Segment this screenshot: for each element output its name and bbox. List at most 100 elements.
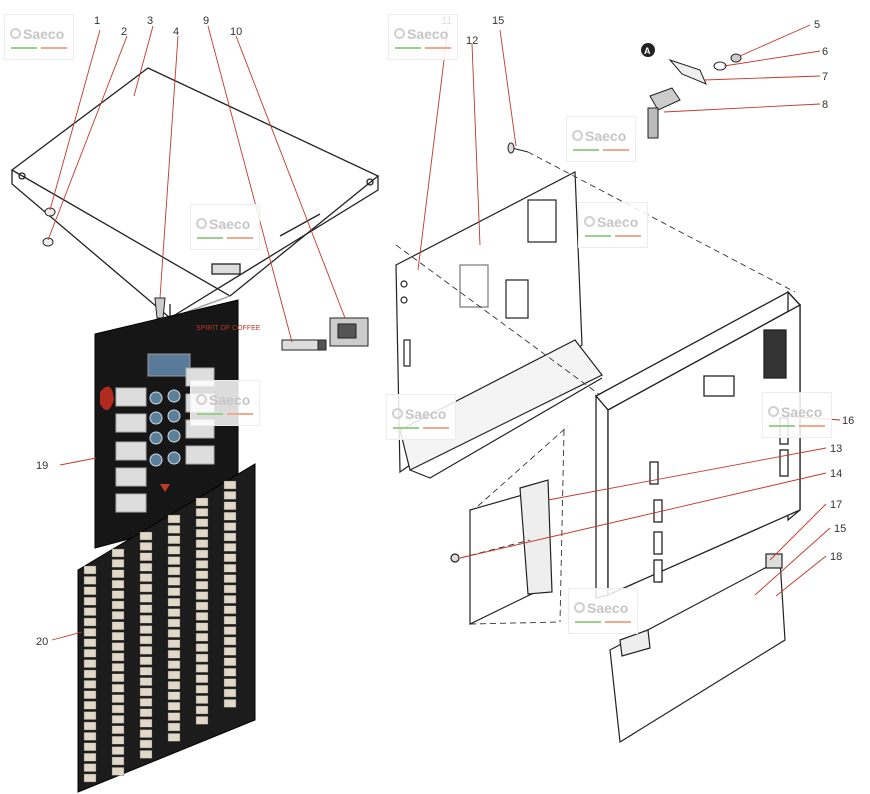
product-cell <box>223 553 237 562</box>
product-cell <box>195 529 209 538</box>
saeco-watermark: Saeco <box>190 204 260 250</box>
product-cell <box>167 587 181 596</box>
product-cell <box>167 681 181 690</box>
product-cell <box>111 632 125 641</box>
svg-text:SPIRIT OF COFFEE: SPIRIT OF COFFEE <box>196 325 261 332</box>
product-cell <box>195 497 209 507</box>
product-cell <box>223 668 237 677</box>
saeco-watermark: Saeco <box>190 380 260 426</box>
callout-c2: 2 <box>121 26 127 38</box>
product-cell <box>195 601 209 611</box>
product-cell <box>167 650 181 659</box>
product-cell <box>139 687 153 697</box>
product-cell <box>223 699 237 708</box>
product-cell <box>83 701 97 710</box>
saeco-logo-icon <box>572 130 583 141</box>
product-cell <box>139 563 153 572</box>
product-cell <box>111 642 125 651</box>
saeco-watermark: Saeco <box>4 14 74 60</box>
callout-c18: 18 <box>830 551 842 563</box>
saeco-logo-icon <box>584 216 595 227</box>
cabinet-box <box>594 290 802 599</box>
watermark-text: Saeco <box>781 404 823 420</box>
callout-c13: 13 <box>830 443 842 455</box>
saeco-watermark: Saeco <box>762 392 832 438</box>
product-cell <box>223 688 237 698</box>
watermark-text: Saeco <box>209 216 251 232</box>
product-cell <box>167 566 181 576</box>
product-cell <box>111 580 125 589</box>
product-cell <box>83 628 97 637</box>
product-cell <box>111 569 125 578</box>
lid-fastener-4 <box>154 297 166 319</box>
product-cell <box>111 736 125 745</box>
product-cell <box>195 653 209 663</box>
product-cell <box>223 532 237 542</box>
product-cell <box>139 531 153 541</box>
screw-15-top <box>507 142 529 154</box>
product-cell <box>111 600 125 610</box>
callout-c15b: 15 <box>834 523 846 535</box>
product-cell <box>111 611 125 620</box>
callout-c1: 1 <box>94 15 100 27</box>
product-cell <box>83 763 97 772</box>
product-cell <box>223 584 237 594</box>
product-cell <box>83 721 97 731</box>
product-cell <box>167 618 181 628</box>
callout-c9: 9 <box>203 15 209 27</box>
product-cell <box>83 607 97 616</box>
product-cell <box>195 549 209 559</box>
switch-10 <box>329 317 369 347</box>
detail-marker-a <box>641 43 655 57</box>
product-cell <box>195 705 209 715</box>
product-cell <box>223 616 237 625</box>
callout-c16: 16 <box>842 415 854 427</box>
product-cell <box>83 586 97 595</box>
product-cell <box>195 716 209 725</box>
product-cell <box>223 647 237 656</box>
product-cell <box>195 612 209 621</box>
saeco-watermark: Saeco <box>386 394 456 440</box>
product-cell <box>139 625 153 634</box>
product-cell <box>139 573 153 582</box>
product-cell <box>139 542 153 551</box>
watermark-text: Saeco <box>405 406 447 422</box>
product-cell <box>167 670 181 680</box>
product-cell <box>139 615 153 624</box>
product-cell <box>223 491 237 500</box>
product-cell <box>139 552 153 561</box>
product-cell <box>83 649 97 658</box>
product-cell <box>223 564 237 573</box>
product-cell <box>139 708 153 717</box>
product-cell <box>195 685 209 694</box>
watermark-text: Saeco <box>407 26 449 42</box>
product-cell <box>167 712 181 721</box>
product-cell <box>139 750 153 759</box>
product-cell <box>83 617 97 627</box>
product-cell <box>223 657 237 666</box>
side-bracket <box>450 479 553 625</box>
product-cell <box>223 543 237 552</box>
product-cell <box>195 539 209 548</box>
callout-c10: 10 <box>230 26 242 38</box>
callout-c3: 3 <box>147 15 153 27</box>
product-cell <box>111 725 125 734</box>
product-cell <box>111 621 125 630</box>
callout-c6: 6 <box>822 46 828 58</box>
saeco-watermark: Saeco <box>578 202 648 248</box>
saeco-watermark: Saeco <box>568 588 638 634</box>
product-cell <box>111 704 125 714</box>
watermark-text: Saeco <box>585 128 627 144</box>
product-cell <box>167 514 181 524</box>
product-cell <box>139 604 153 613</box>
product-cell <box>195 518 209 527</box>
saeco-logo-icon <box>574 602 585 613</box>
product-cell <box>223 626 237 635</box>
product-cell <box>111 559 125 568</box>
detail-marker-a-label: A <box>644 46 651 56</box>
product-cell <box>111 673 125 682</box>
product-cell <box>83 742 97 751</box>
product-cell <box>195 674 209 683</box>
control-panel: SPIRIT OF COFFEE <box>94 299 261 549</box>
product-cell <box>167 639 181 648</box>
